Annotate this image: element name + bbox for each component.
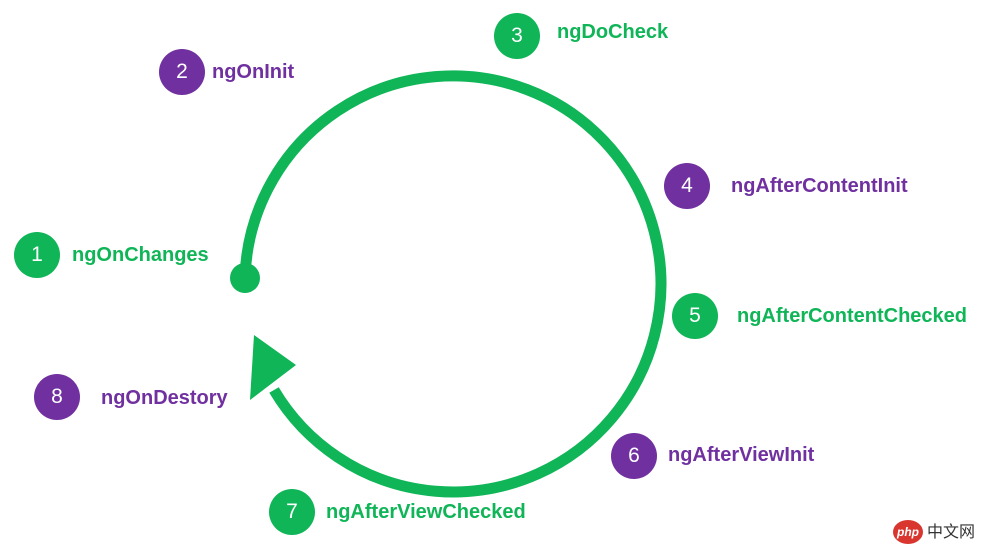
step-number-badge: 7 bbox=[269, 489, 315, 535]
step-label: ngDoCheck bbox=[557, 21, 669, 43]
step-label: ngAfterContentInit bbox=[731, 175, 908, 197]
step-number-badge: 3 bbox=[494, 13, 540, 59]
step-number-badge: 5 bbox=[672, 293, 718, 339]
step-label: ngOnInit bbox=[212, 61, 295, 83]
cycle-start-dot bbox=[230, 263, 260, 293]
cycle-arrowhead bbox=[250, 335, 296, 400]
step-number-badge: 6 bbox=[611, 433, 657, 479]
cycle-arc bbox=[239, 70, 667, 498]
step-label: ngAfterViewChecked bbox=[326, 501, 526, 523]
step-label: ngOnChanges bbox=[72, 244, 209, 266]
step-label: ngOnDestory bbox=[101, 387, 228, 409]
step-number-badge: 1 bbox=[14, 232, 60, 278]
step-label: ngAfterContentChecked bbox=[737, 305, 968, 327]
watermark-text: 中文网 bbox=[927, 522, 976, 541]
step-number-badge: 4 bbox=[664, 163, 710, 209]
watermark: php 中文网 bbox=[893, 518, 983, 548]
step-number-badge: 8 bbox=[34, 374, 80, 420]
step-label: ngAfterViewInit bbox=[668, 444, 815, 466]
php-logo-icon: php bbox=[893, 520, 923, 544]
step-number-badge: 2 bbox=[159, 49, 205, 95]
